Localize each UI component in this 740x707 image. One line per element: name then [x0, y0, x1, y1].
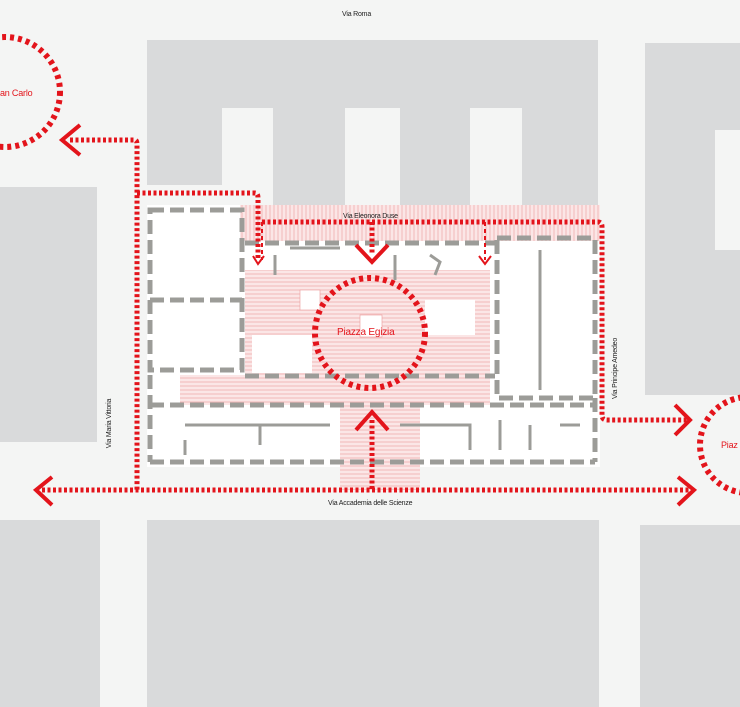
entrance-paving	[340, 400, 420, 490]
block-top	[147, 40, 598, 207]
city-blocks	[0, 40, 740, 707]
street-label-via-roma: Via Roma	[342, 11, 372, 18]
place-label-piazza-egizia: Piazza Egizia	[337, 327, 395, 338]
museum-plan	[147, 205, 600, 490]
block-bottom-left	[0, 520, 100, 707]
routes	[0, 34, 740, 496]
piazza-san-carlo-circle	[0, 34, 63, 150]
arrow-left-icon	[32, 475, 54, 507]
route-eleonora-duse	[262, 219, 688, 423]
street-label-via-principe-amedeo: Via Principe Amedeo	[612, 337, 620, 400]
block-top-right	[645, 43, 740, 395]
arrow-left-icon	[58, 123, 82, 157]
arrow-right-icon	[676, 475, 698, 507]
place-label-piazza-right: Piaz	[721, 440, 738, 450]
street-label-via-accademia: Via Accademia delle Scienze	[328, 500, 413, 507]
arrow-up-icon	[354, 408, 390, 432]
corridor-paving	[180, 375, 490, 405]
block-bottom-right	[640, 525, 740, 707]
piazza-egizia-circle	[312, 275, 428, 391]
arrows	[32, 123, 698, 507]
place-label-san-carlo: an Carlo	[0, 88, 33, 98]
arrow-right-icon	[673, 403, 693, 437]
arrow-down-icon	[252, 255, 265, 266]
arrow-down-icon	[354, 243, 390, 265]
street-label-via-maria-vittoria: Via Maria Vittoria	[106, 398, 114, 449]
route-to-san-carlo	[70, 137, 140, 490]
route-loop	[137, 190, 261, 258]
arrow-down-icon	[478, 255, 492, 266]
street-label-via-eleonora-duse: Via Eleonora Duse	[343, 213, 398, 220]
block-bottom	[147, 520, 599, 707]
block-left	[0, 187, 97, 442]
